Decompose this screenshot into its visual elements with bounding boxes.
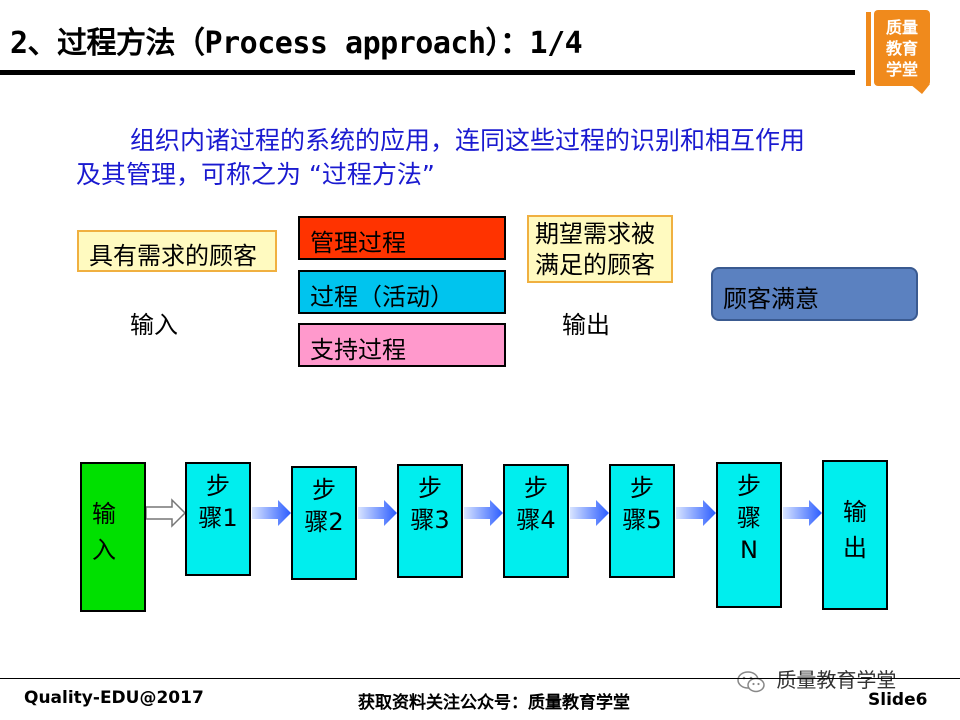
step-n-line-1: 步 [737, 472, 761, 500]
flow-step-4: 步 骤4 [503, 464, 569, 578]
arrow-step5-stepn [676, 500, 716, 526]
slide-number: Slide6 [868, 690, 928, 710]
support-process-box: 支持过程 [298, 323, 506, 367]
flow-output-box: 输 出 [822, 460, 888, 610]
step-3-line-1: 步 [418, 474, 442, 502]
flow-step-2: 步 骤2 [291, 466, 357, 580]
logo-box: 质量 教育 学堂 [874, 10, 930, 86]
flow-input-line-2: 入 [92, 536, 116, 564]
expected-customer-box: 期望需求被 满足的顾客 [527, 215, 673, 283]
step-2-line-2: 骤2 [304, 508, 344, 536]
footer-divider [0, 678, 960, 679]
wechat-watermark: 质量教育学堂 [736, 664, 896, 694]
input-label: 输入 [130, 311, 178, 339]
step-5-line-1: 步 [630, 474, 654, 502]
step-1-line-2: 骤1 [198, 504, 238, 532]
customer-satisfied-box: 顾客满意 [711, 267, 918, 321]
step-2-line-1: 步 [312, 476, 336, 504]
footer-copyright: Quality-EDU@2017 [24, 688, 204, 708]
output-label: 输出 [562, 311, 610, 339]
arrow-step3-step4 [464, 500, 503, 526]
flow-input-box: 输 入 [80, 462, 146, 612]
flow-output-line-1: 输 [843, 498, 867, 526]
title-divider [0, 70, 855, 75]
step-n-line-3: N [740, 536, 758, 564]
step-3-line-2: 骤3 [410, 506, 450, 534]
step-4-line-2: 骤4 [516, 506, 556, 534]
expected-line-2: 满足的顾客 [535, 251, 655, 279]
intro-line-1: 组织内诸过程的系统的应用，连同这些过程的识别和相互作用 [130, 126, 806, 155]
arrow-input-step1 [145, 498, 187, 528]
logo-text: 质量 教育 学堂 [885, 18, 918, 79]
arrow-stepn-output [783, 500, 822, 526]
flow-step-1: 步 骤1 [185, 462, 251, 576]
flow-step-n: 步 骤 N [716, 462, 782, 608]
arrow-step4-step5 [570, 500, 609, 526]
step-4-line-1: 步 [524, 474, 548, 502]
wechat-name: 质量教育学堂 [776, 668, 897, 692]
step-n-line-2: 骤 [737, 504, 761, 532]
logo-tail [910, 84, 930, 94]
intro-line-2: 及其管理，可称之为 “过程方法” [76, 160, 435, 189]
step-5-line-2: 骤5 [622, 506, 662, 534]
intro-paragraph: 组织内诸过程的系统的应用，连同这些过程的识别和相互作用 及其管理，可称之为 “过… [76, 124, 876, 192]
management-process-box: 管理过程 [298, 216, 506, 260]
flow-step-5: 步 骤5 [609, 464, 675, 578]
activity-process-box: 过程（活动） [298, 270, 506, 314]
expected-line-1: 期望需求被 [535, 220, 655, 248]
flow-output-line-2: 出 [843, 534, 867, 562]
page-title: 2、过程方法（Process approach）：1/4 [10, 26, 583, 61]
arrow-step1-step2 [252, 500, 291, 526]
flow-input-line-1: 输 [92, 500, 116, 528]
customer-needs-box: 具有需求的顾客 [77, 230, 277, 272]
footer-follow-text: 获取资料关注公众号：质量教育学堂 [358, 693, 630, 713]
flow-step-3: 步 骤3 [397, 464, 463, 578]
arrow-step2-step3 [358, 500, 397, 526]
brand-logo: 质量 教育 学堂 [866, 10, 932, 94]
wechat-icon [737, 670, 765, 692]
logo-bar [866, 12, 871, 86]
step-1-line-1: 步 [206, 472, 230, 500]
